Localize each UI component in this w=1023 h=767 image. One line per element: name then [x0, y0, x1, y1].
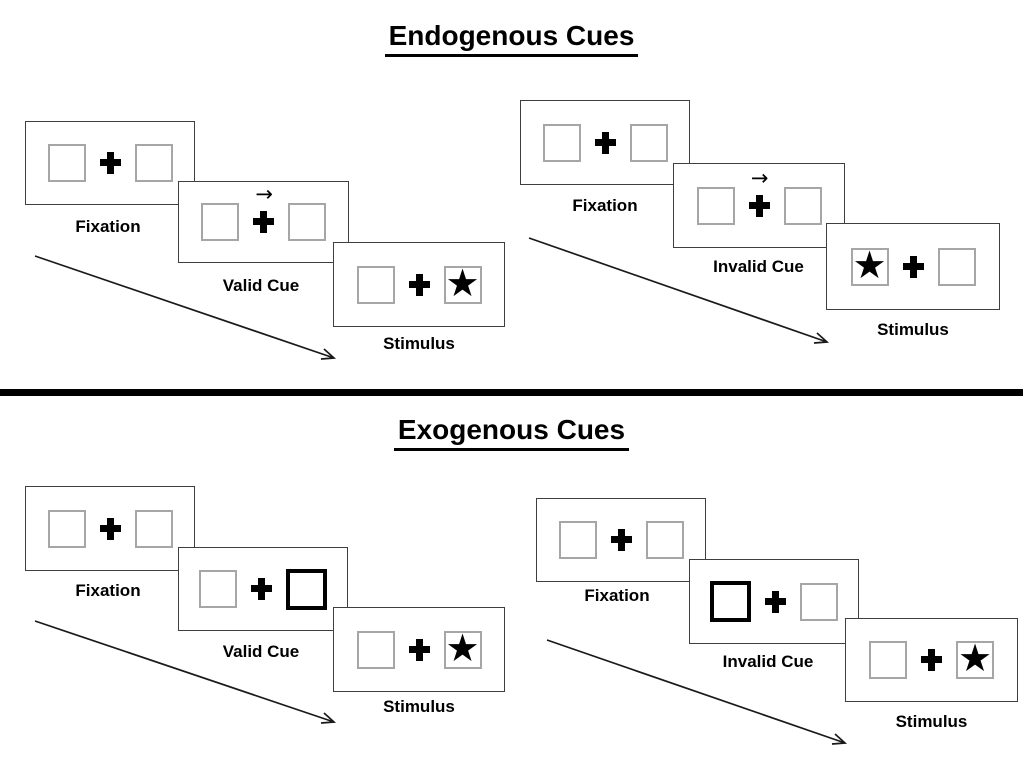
- fixation-cross-icon: [99, 152, 121, 174]
- panel-label-fixation: Fixation: [75, 581, 141, 600]
- star-box-right: ★: [956, 636, 994, 680]
- panel-label-fixation: Fixation: [584, 586, 650, 605]
- cue-arrow-right-icon: →: [750, 165, 769, 190]
- fixation-cross-icon: [765, 590, 786, 613]
- panel-endo-valid-stimulus: ★: [333, 242, 505, 327]
- fixation-cross-icon: [921, 649, 942, 671]
- placeholder-box-right: [134, 509, 173, 548]
- placeholder-box-left: [558, 521, 597, 559]
- placeholder-box-left: [199, 570, 237, 608]
- panel-exo-valid-stimulus: ★: [333, 607, 505, 692]
- fixation-cross-icon: [408, 273, 430, 296]
- placeholder-box-right: [937, 247, 976, 286]
- panel-exo-invalid-stimulus: ★: [845, 618, 1018, 702]
- panel-exo-valid-cue: [178, 547, 348, 631]
- panel-endo-valid-cue: →: [178, 181, 349, 263]
- star-icon: ★: [852, 242, 887, 287]
- section-title-endogenous: Endogenous Cues: [0, 20, 1023, 57]
- panel-label-invalid-cue: Invalid Cue: [713, 257, 804, 276]
- placeholder-box-left: [869, 641, 907, 679]
- placeholder-box-left: [47, 509, 86, 548]
- timeline-arrow: [528, 237, 830, 344]
- panel-label-fixation: Fixation: [572, 196, 638, 215]
- panel-label-valid-cue: Valid Cue: [222, 276, 300, 295]
- fixation-cross-icon: →: [253, 184, 274, 233]
- star-box-right: ★: [443, 260, 482, 305]
- placeholder-box-right: [645, 521, 684, 559]
- fixation-cross-icon: [408, 638, 430, 661]
- placeholder-box-left: [356, 630, 395, 669]
- panel-label-valid-cue: Valid Cue: [222, 642, 300, 661]
- panel-label-stimulus: Stimulus: [895, 712, 968, 731]
- section-divider: [0, 389, 1023, 396]
- placeholder-box-right: [288, 203, 326, 241]
- placeholder-box-right: [629, 123, 668, 162]
- panel-endo-invalid-cue: →: [673, 163, 845, 248]
- placeholder-box-left: [356, 265, 395, 304]
- section-title-exogenous: Exogenous Cues: [0, 414, 1023, 451]
- placeholder-box-right: [800, 582, 838, 621]
- panel-label-stimulus: Stimulus: [383, 697, 455, 716]
- star-box-right: ★: [443, 625, 482, 670]
- panel-exo-invalid-cue: [689, 559, 859, 644]
- panel-label-stimulus: Stimulus: [877, 320, 949, 339]
- timeline-arrow: [34, 255, 337, 360]
- panel-endo-invalid-fixation: [520, 100, 690, 185]
- panel-endo-valid-fixation: [25, 121, 195, 205]
- panel-label-invalid-cue: Invalid Cue: [722, 652, 814, 671]
- fixation-cross-icon: [610, 529, 632, 551]
- panel-exo-valid-fixation: [25, 486, 195, 571]
- panel-label-stimulus: Stimulus: [383, 334, 455, 353]
- fixation-cross-icon: [251, 578, 272, 600]
- panel-endo-invalid-stimulus: ★: [826, 223, 1000, 310]
- placeholder-box-left: [542, 123, 581, 162]
- timeline-arrow: [34, 620, 337, 724]
- panel-exo-invalid-fixation: [536, 498, 706, 582]
- fixation-cross-icon: →: [748, 167, 770, 217]
- star-box-left: ★: [850, 242, 889, 287]
- fixation-cross-icon: [902, 255, 924, 278]
- cue-arrow-right-icon: →: [255, 182, 274, 206]
- placeholder-box-left: [696, 186, 735, 225]
- placeholder-box-right: [783, 186, 822, 225]
- star-icon: ★: [445, 625, 480, 670]
- timeline-arrow: [546, 639, 848, 745]
- fixation-cross-icon: [99, 517, 121, 540]
- panel-label-fixation: Fixation: [75, 217, 141, 236]
- bold-cue-box-left: [710, 581, 751, 622]
- bold-cue-box-right: [286, 568, 327, 610]
- star-icon: ★: [445, 260, 480, 305]
- star-icon: ★: [957, 636, 993, 680]
- fixation-cross-icon: [594, 131, 616, 154]
- placeholder-box-right: [134, 144, 173, 182]
- placeholder-box-left: [47, 144, 86, 182]
- placeholder-box-left: [201, 203, 239, 241]
